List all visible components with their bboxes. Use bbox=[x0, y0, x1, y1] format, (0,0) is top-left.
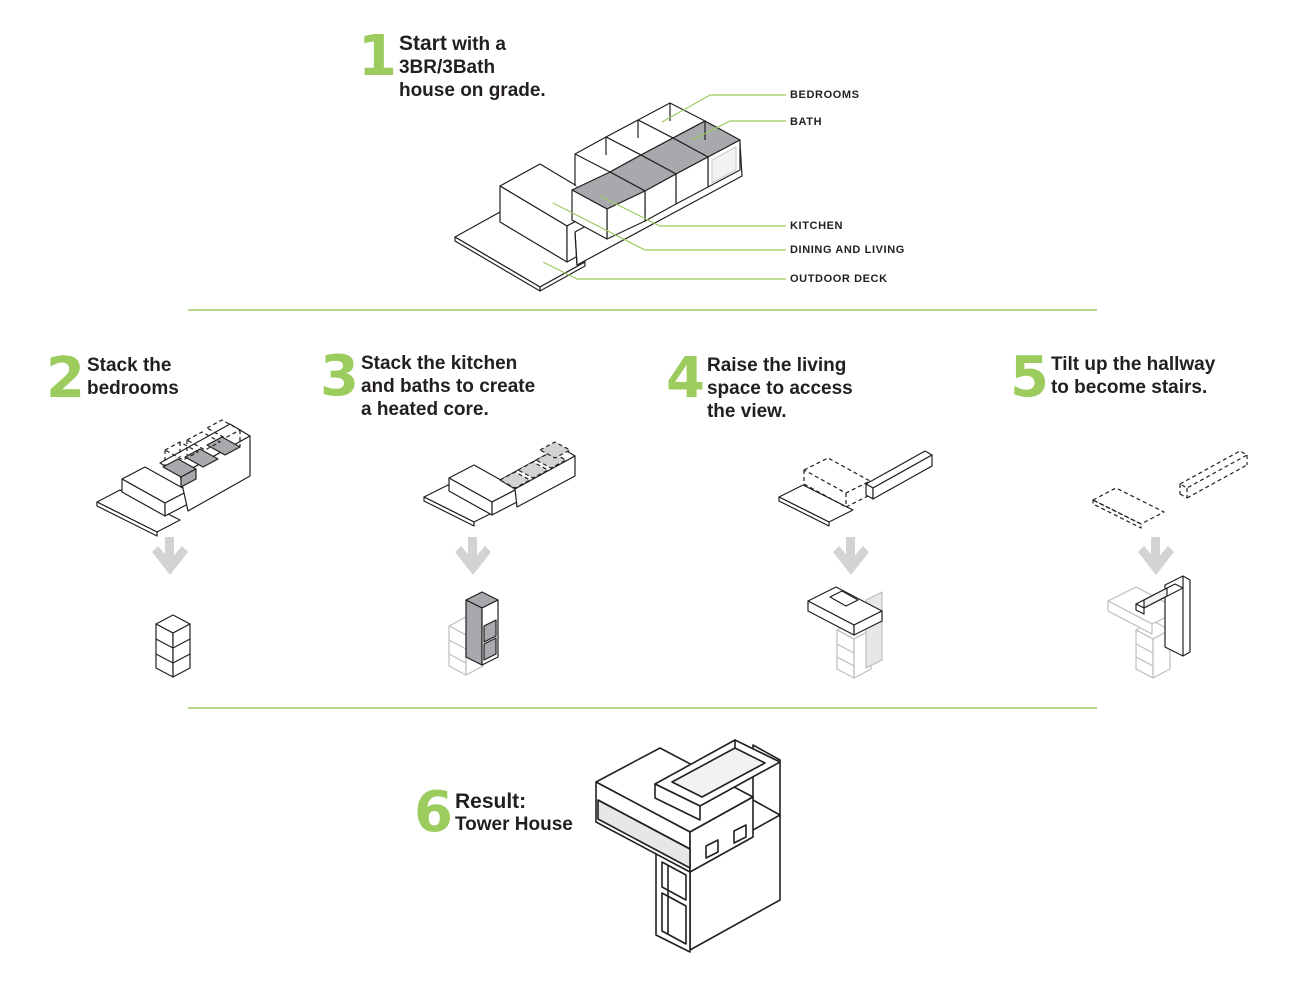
step-1-number: 1 bbox=[358, 24, 397, 89]
arrow-down-icon bbox=[152, 537, 188, 575]
step-4-line3: the view. bbox=[706, 401, 787, 422]
step-2-result-illustration bbox=[155, 614, 191, 678]
step-2: 2 Stack the bedrooms bbox=[46, 346, 179, 411]
step-4-line2: space to access bbox=[706, 378, 853, 399]
step-3-result-illustration bbox=[448, 591, 499, 676]
step-5-line1: Tilt up the hallway bbox=[1050, 354, 1216, 375]
arrow-down-icon bbox=[1138, 537, 1174, 575]
arrows bbox=[152, 537, 1174, 575]
divider-bottom bbox=[188, 707, 1097, 709]
step-5-before-illustration bbox=[1092, 450, 1248, 529]
step-2-line2: bedrooms bbox=[86, 378, 179, 399]
step-3-line3: a heated core. bbox=[360, 399, 489, 420]
step-4-before-illustration bbox=[778, 450, 933, 527]
leader-lines bbox=[542, 94, 786, 280]
house-on-grade-illustration bbox=[454, 102, 743, 292]
step-1-text: Start with a 3BR/3Bath house on grade. bbox=[399, 32, 546, 102]
step-2-before-illustration bbox=[96, 419, 251, 537]
step-3: 3 Stack the kitchen and baths to create … bbox=[320, 344, 535, 421]
step-6-line1: Result: bbox=[454, 790, 527, 813]
label-bedrooms: BEDROOMS bbox=[790, 89, 860, 101]
step-1-line3: house on grade. bbox=[398, 80, 546, 101]
step-4-line1: Raise the living bbox=[706, 355, 847, 376]
label-dining: DINING AND LIVING bbox=[790, 244, 905, 256]
step-4-text: Raise the living space to access the vie… bbox=[707, 354, 853, 423]
step-6-line2: Tower House bbox=[454, 814, 573, 835]
step-1-bold: Start bbox=[398, 32, 447, 55]
arrow-down-icon bbox=[455, 537, 491, 575]
step-2-line1: Stack the bbox=[86, 355, 172, 376]
step-1-line2: 3BR/3Bath bbox=[398, 57, 496, 78]
step-6: 6 Result: Tower House bbox=[414, 780, 573, 845]
step-4-result-illustration bbox=[807, 586, 883, 679]
step-5: 5 Tilt up the hallway to become stairs. bbox=[1010, 345, 1215, 410]
step-5-result-illustration bbox=[1107, 575, 1191, 679]
step-4: 4 Raise the living space to access the v… bbox=[666, 346, 853, 423]
step-3-before-illustration bbox=[423, 441, 576, 527]
step-3-line1: Stack the kitchen bbox=[360, 353, 518, 374]
divider-top bbox=[188, 309, 1097, 311]
step-5-number: 5 bbox=[1010, 345, 1049, 410]
step-5-line2: to become stairs. bbox=[1050, 377, 1208, 398]
arrow-down-icon bbox=[833, 537, 869, 575]
step-2-text: Stack the bedrooms bbox=[87, 354, 179, 400]
step-2-number: 2 bbox=[46, 346, 85, 411]
step-6-number: 6 bbox=[414, 780, 453, 845]
label-bath: BATH bbox=[790, 116, 823, 128]
label-kitchen: KITCHEN bbox=[790, 220, 844, 232]
step-1: 1 Start with a 3BR/3Bath house on grade. bbox=[358, 24, 546, 102]
step-4-number: 4 bbox=[666, 346, 705, 411]
tower-house-illustration bbox=[595, 739, 781, 953]
step-6-text: Result: Tower House bbox=[455, 790, 573, 836]
step-1-line1: with a bbox=[446, 34, 506, 55]
step-3-line2: and baths to create bbox=[360, 376, 536, 397]
step-5-text: Tilt up the hallway to become stairs. bbox=[1051, 353, 1215, 399]
step-3-number: 3 bbox=[320, 344, 359, 409]
label-deck: OUTDOOR DECK bbox=[790, 273, 888, 285]
step-3-text: Stack the kitchen and baths to create a … bbox=[361, 352, 535, 421]
